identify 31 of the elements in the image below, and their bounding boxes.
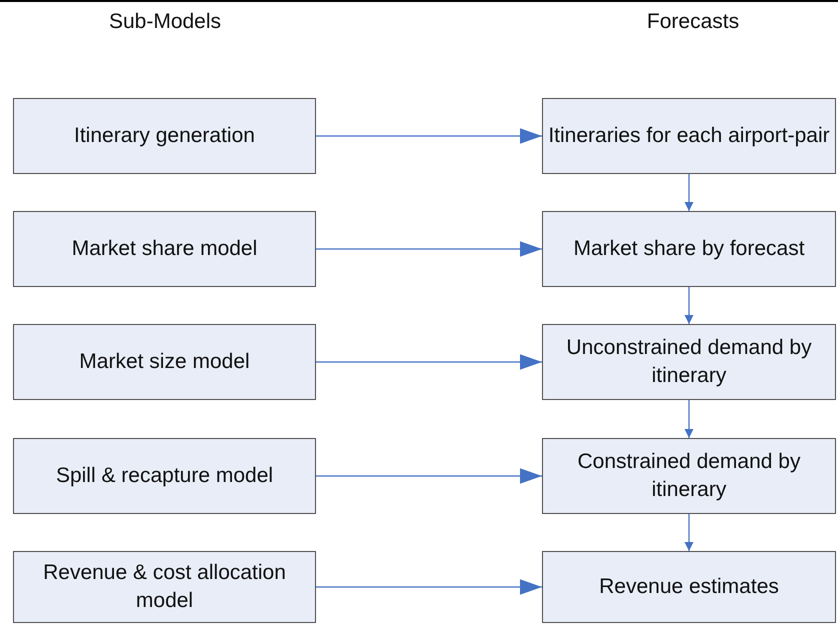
- arrow: [316, 579, 542, 595]
- box-text: Revenue estimates: [599, 574, 779, 600]
- arrow: [684, 287, 694, 324]
- arrow: [684, 400, 694, 438]
- process-box: [542, 324, 836, 400]
- box-text: Revenue & cost allocation model: [42, 560, 287, 614]
- arrow: [684, 174, 694, 211]
- arrow: [316, 128, 542, 144]
- box-text: Market share model: [72, 236, 258, 262]
- process-box: [13, 98, 316, 174]
- process-box: [542, 438, 836, 514]
- process-box: [13, 438, 316, 514]
- box-text: Itinerary generation: [74, 123, 255, 149]
- process-box: [542, 98, 836, 174]
- arrow: [316, 468, 542, 484]
- process-box: [542, 211, 836, 287]
- box-text: Unconstrained demand by itinerary: [565, 335, 813, 389]
- box-text: Spill & recapture model: [56, 463, 274, 489]
- arrow: [316, 241, 542, 257]
- process-box: [13, 324, 316, 400]
- process-box: [13, 551, 316, 623]
- box-text: Itineraries for each airport-pair: [548, 123, 830, 149]
- process-box: [13, 211, 316, 287]
- box-text: Constrained demand by itinerary: [576, 449, 802, 503]
- process-box: [542, 551, 836, 623]
- arrow: [684, 514, 694, 551]
- box-text: Market share by forecast: [573, 236, 805, 262]
- column-heading: Sub-Models: [108, 10, 222, 34]
- box-text: Market size model: [79, 349, 250, 375]
- column-heading: Forecasts: [646, 10, 740, 34]
- arrow: [316, 354, 542, 370]
